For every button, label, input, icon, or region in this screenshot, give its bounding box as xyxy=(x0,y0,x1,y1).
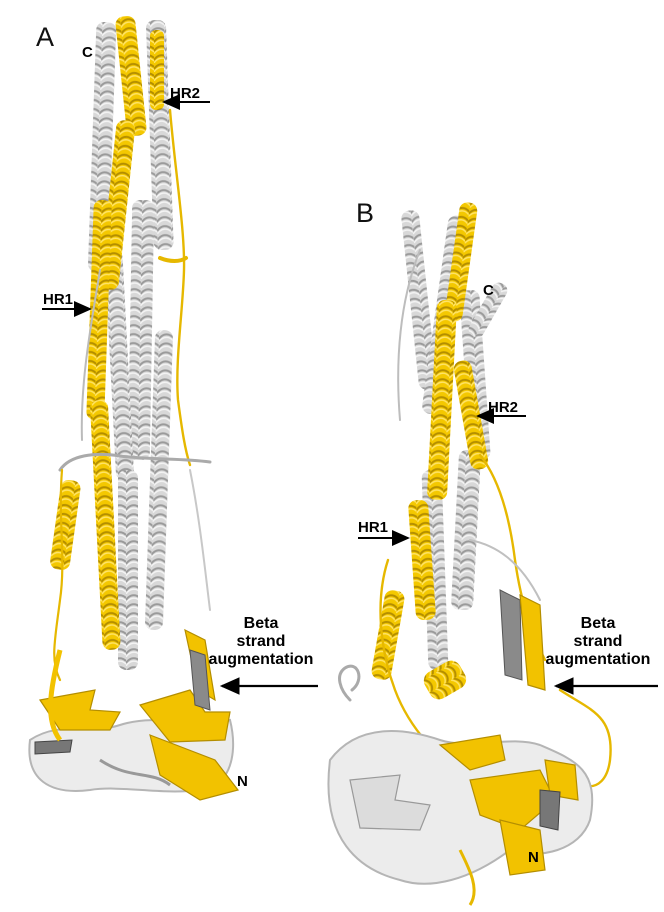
panel-b-beta-line2: strand xyxy=(574,633,623,650)
panel-b-hr1-label: HR1 xyxy=(358,519,388,536)
panel-b-hr1-callout: HR1 xyxy=(358,519,408,538)
panel-b-beta-callout: Beta strand augmentation xyxy=(546,615,658,686)
panel-b-c-terminus-label: C xyxy=(483,282,494,299)
panel-a: A xyxy=(29,15,247,800)
panel-b-letter: B xyxy=(356,198,374,228)
panel-b-n-terminus-label: N xyxy=(528,849,539,866)
panel-a-c-terminus-label: C xyxy=(82,44,93,61)
panel-a-letter: A xyxy=(36,22,54,52)
panel-a-hr2-callout: HR2 xyxy=(164,85,210,102)
panel-a-hr2-label: HR2 xyxy=(170,85,200,102)
panel-b-beta-line1: Beta xyxy=(581,615,616,632)
panel-b: B xyxy=(328,198,610,905)
panel-a-beta-line1: Beta xyxy=(244,615,279,632)
panel-b-base-domain xyxy=(328,590,592,905)
panel-b-hr2-label: HR2 xyxy=(488,399,518,416)
panel-a-n-terminus-label: N xyxy=(237,773,248,790)
panel-b-beta-line3: augmentation xyxy=(546,651,651,668)
panel-a-beta-callout: Beta strand augmentation xyxy=(209,615,318,686)
panel-a-beta-line3: augmentation xyxy=(209,651,314,668)
panel-a-hr1-label: HR1 xyxy=(43,291,73,308)
panel-a-hr1-callout: HR1 xyxy=(42,291,90,309)
panel-a-beta-line2: strand xyxy=(237,633,286,650)
